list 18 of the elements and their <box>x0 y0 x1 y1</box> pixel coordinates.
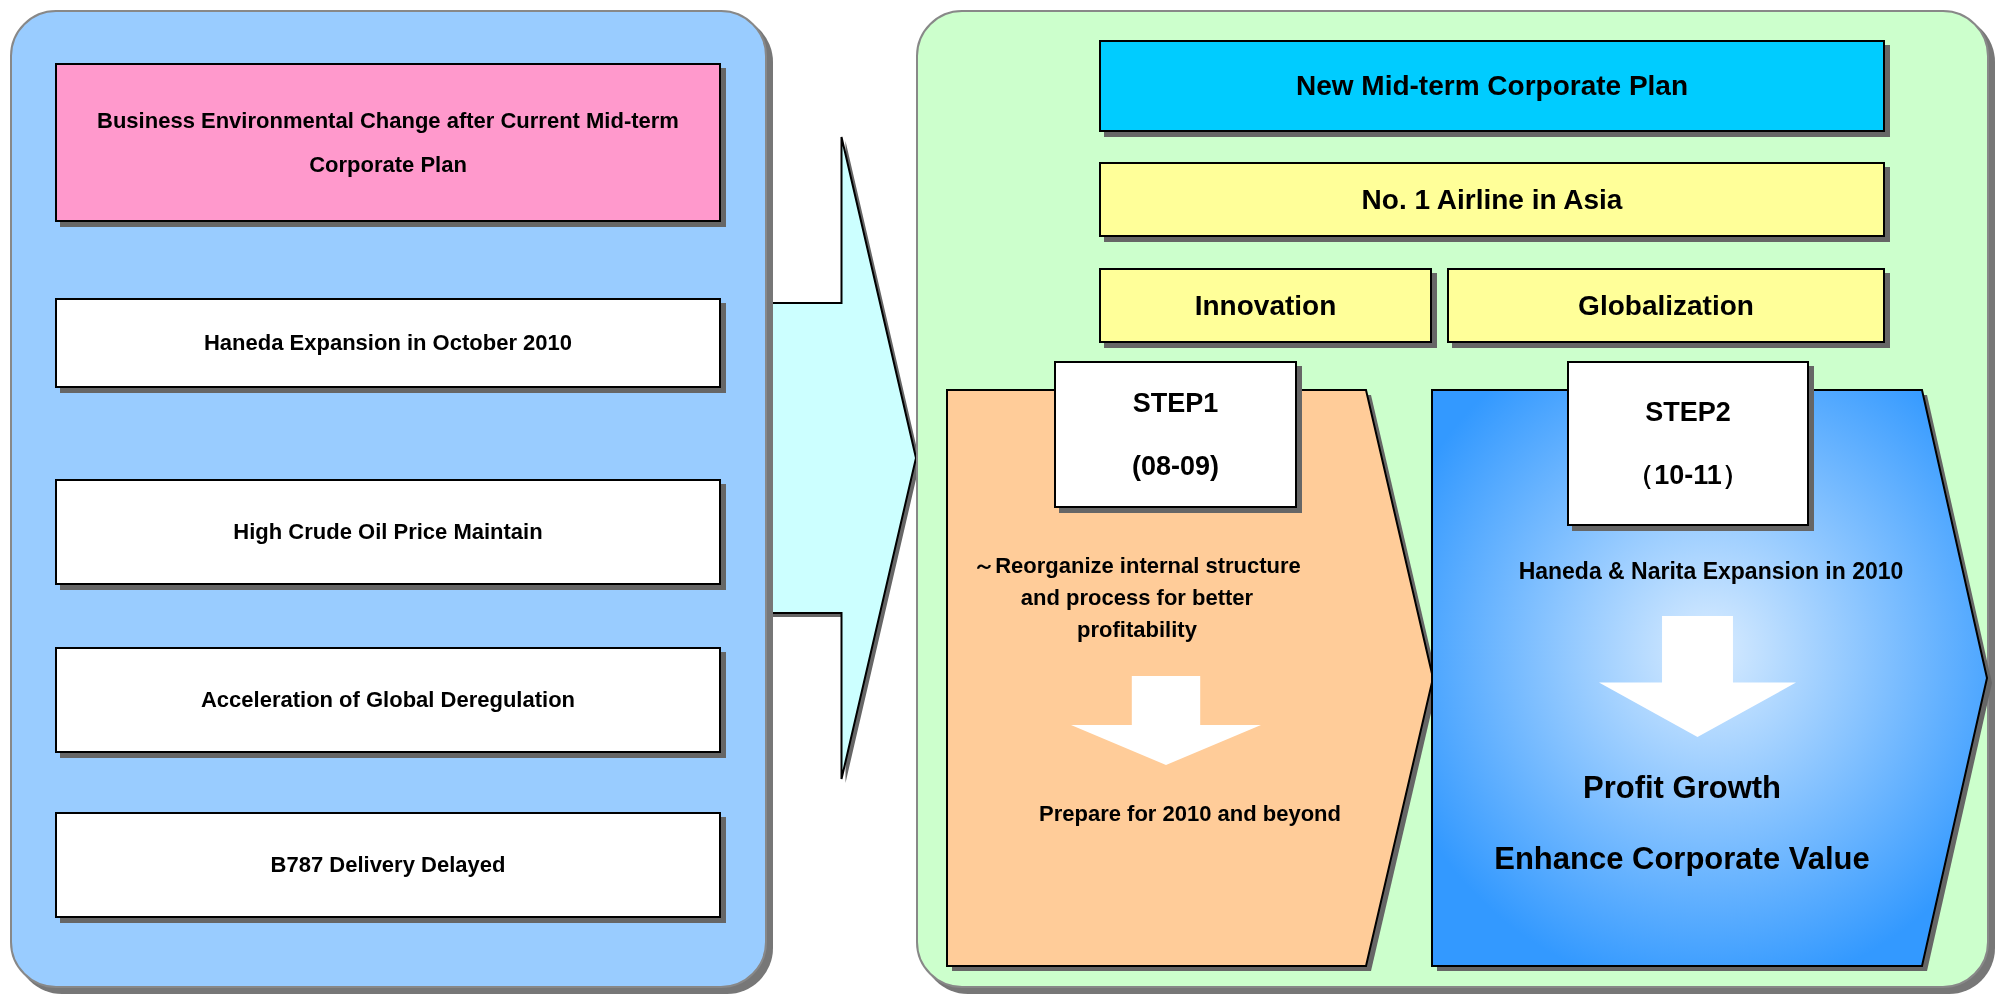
step-title: STEP2 <box>1645 396 1731 430</box>
step-text: Enhance Corporate Value <box>1493 840 1871 878</box>
step-title: STEP1 <box>1132 387 1219 421</box>
box-text: Globalization <box>1577 288 1755 323</box>
step-text: Prepare for 2010 and beyond <box>1038 800 1342 828</box>
step-text: Profit Growth <box>1581 769 1782 807</box>
box-text: Haneda Expansion in October 2010 <box>203 329 573 357</box>
box-text: High Crude Oil Price Maintain <box>232 518 544 546</box>
box-text: No. 1 Airline in Asia <box>1360 182 1624 217</box>
step-period: (08-09) <box>1131 449 1219 483</box>
box-text: Business Environmental Change after Current Mid-term Corporate Plan <box>96 106 680 179</box>
step-text: Haneda & Narita Expansion in 2010 <box>1517 557 1905 586</box>
step-text: ～Reorganize internal structure and process for better profitability <box>972 552 1302 644</box>
box-text: B787 Delivery Delayed <box>269 851 507 879</box>
box-text: New Mid-term Corporate Plan <box>1294 69 1690 103</box>
box-text: Innovation <box>1193 288 1338 323</box>
box-text: Acceleration of Global Deregulation <box>199 686 577 714</box>
step-period: （10-11） <box>1627 458 1749 492</box>
